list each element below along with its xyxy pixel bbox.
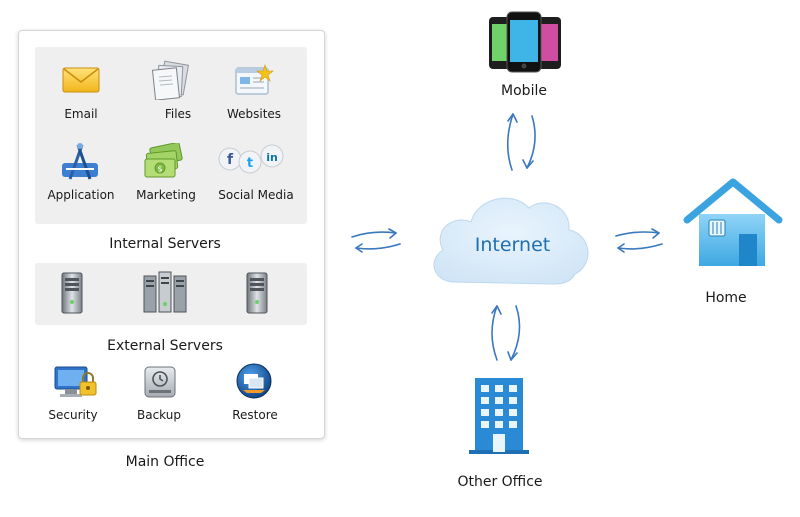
email-label: Email [64, 107, 98, 121]
files-icon [150, 60, 190, 100]
application-label: Application [47, 188, 115, 202]
external-servers-label: External Servers [107, 338, 223, 354]
internal-servers-label: Internal Servers [109, 236, 221, 252]
websites-label: Websites [226, 107, 282, 121]
cloud-icon [425, 186, 597, 298]
mobile-phones-icon [487, 11, 563, 73]
files-label: Files [164, 107, 192, 121]
main-office-internet-arrows [351, 228, 401, 253]
security-label: Security [48, 408, 98, 422]
svg-text:in: in [266, 151, 278, 164]
backup-drive-icon [143, 364, 177, 400]
websites-icon [234, 64, 274, 98]
money-icon: $ [143, 143, 185, 179]
internet-other-office-arrows [491, 305, 521, 361]
social-media-label: Social Media [218, 188, 294, 202]
envelope-icon [62, 66, 100, 94]
house-icon [683, 176, 783, 268]
svg-text:f: f [227, 152, 234, 168]
server-tower-icon [60, 272, 84, 314]
marketing-label: Marketing [136, 188, 196, 202]
server-rack-icon [142, 270, 188, 316]
backup-label: Backup [137, 408, 181, 422]
internet-label: Internet [474, 234, 551, 256]
main-office-label: Main Office [125, 454, 205, 470]
restore-label: Restore [232, 408, 278, 422]
svg-text:t: t [247, 156, 253, 171]
application-icon [60, 141, 100, 181]
restore-icon [235, 362, 273, 400]
security-lock-icon [53, 364, 97, 402]
home-label: Home [705, 290, 747, 306]
mobile-label: Mobile [501, 83, 547, 99]
server-tower-icon [245, 272, 269, 314]
other-office-label: Other Office [457, 474, 543, 490]
svg-text:$: $ [157, 165, 162, 174]
office-building-icon [467, 376, 531, 456]
internet-home-arrows [615, 228, 663, 253]
internet-mobile-arrows [506, 113, 536, 171]
social-media-icon: f t in [217, 142, 287, 178]
